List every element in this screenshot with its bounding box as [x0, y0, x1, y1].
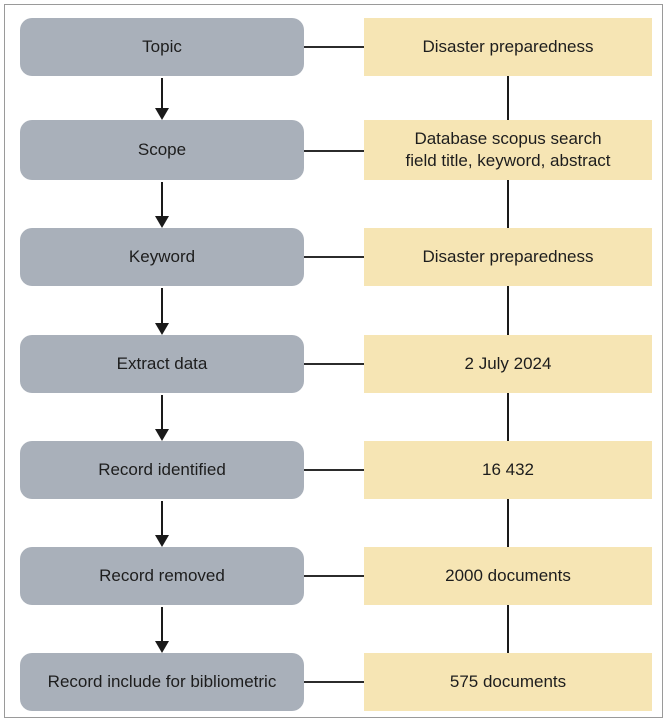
- step-label-record-include-for-bibliometric: Record include for bibliometric: [47, 672, 277, 692]
- connector-record-removed: [304, 575, 364, 577]
- arrow-head-icon: [155, 429, 169, 441]
- step-box-record-removed[interactable]: Record removed: [20, 547, 304, 605]
- arrow-shaft: [161, 78, 163, 108]
- arrow-scope-to-keyword: [155, 182, 169, 228]
- connector-scope: [304, 150, 364, 152]
- arrow-shaft: [161, 182, 163, 216]
- step-label-record-identified: Record identified: [98, 460, 226, 480]
- arrow-head-icon: [155, 108, 169, 120]
- arrow-extract-data-to-record-identified: [155, 395, 169, 441]
- step-box-scope[interactable]: Scope: [20, 120, 304, 180]
- step-box-record-identified[interactable]: Record identified: [20, 441, 304, 499]
- value-spine-2: [507, 180, 509, 228]
- value-box-scope[interactable]: Database scopus search field title, keyw…: [364, 120, 652, 180]
- arrow-keyword-to-extract-data: [155, 288, 169, 335]
- connector-record-identified: [304, 469, 364, 471]
- value-text-record-removed: 2000 documents: [445, 565, 571, 585]
- arrow-shaft: [161, 501, 163, 535]
- value-spine-3: [507, 286, 509, 335]
- step-label-topic: Topic: [142, 37, 182, 57]
- value-spine-5: [507, 499, 509, 547]
- value-text-record-include-for-bibliometric: 575 documents: [449, 671, 567, 691]
- value-line-2: field title, keyword, abstract: [405, 151, 611, 170]
- arrow-head-icon: [155, 323, 169, 335]
- value-box-record-removed[interactable]: 2000 documents: [364, 547, 652, 605]
- value-spine-1: [507, 76, 509, 120]
- arrow-shaft: [161, 607, 163, 641]
- connector-topic: [304, 46, 364, 48]
- connector-extract-data: [304, 363, 364, 365]
- connector-keyword: [304, 256, 364, 258]
- arrow-shaft: [161, 288, 163, 323]
- step-box-topic[interactable]: Topic: [20, 18, 304, 76]
- arrow-topic-to-scope: [155, 78, 169, 120]
- value-box-extract-data[interactable]: 2 July 2024: [364, 335, 652, 393]
- value-text-scope: Database scopus search field title, keyw…: [405, 128, 610, 173]
- value-text-topic: Disaster preparedness: [422, 36, 594, 56]
- value-box-keyword[interactable]: Disaster preparedness: [364, 228, 652, 286]
- arrow-head-icon: [155, 641, 169, 653]
- step-label-keyword: Keyword: [128, 247, 196, 267]
- arrow-record-removed-to-record-include: [155, 607, 169, 653]
- arrow-head-icon: [155, 535, 169, 547]
- value-text-record-identified: 16 432: [482, 459, 534, 479]
- value-line-1: Database scopus search: [414, 128, 602, 148]
- step-label-scope: Scope: [137, 140, 187, 160]
- step-box-keyword[interactable]: Keyword: [20, 228, 304, 286]
- arrow-record-identified-to-record-removed: [155, 501, 169, 547]
- arrow-shaft: [161, 395, 163, 429]
- value-box-topic[interactable]: Disaster preparedness: [364, 18, 652, 76]
- value-spine-6: [507, 605, 509, 653]
- connector-record-include-for-bibliometric: [304, 681, 364, 683]
- step-label-record-removed: Record removed: [99, 566, 225, 586]
- arrow-head-icon: [155, 216, 169, 228]
- value-text-keyword: Disaster preparedness: [422, 246, 594, 266]
- step-box-record-include-for-bibliometric[interactable]: Record include for bibliometric: [20, 653, 304, 711]
- step-label-extract-data: Extract data: [116, 354, 208, 374]
- value-box-record-include-for-bibliometric[interactable]: 575 documents: [364, 653, 652, 711]
- value-text-extract-data: 2 July 2024: [464, 353, 552, 373]
- value-spine-4: [507, 393, 509, 441]
- step-box-extract-data[interactable]: Extract data: [20, 335, 304, 393]
- value-box-record-identified[interactable]: 16 432: [364, 441, 652, 499]
